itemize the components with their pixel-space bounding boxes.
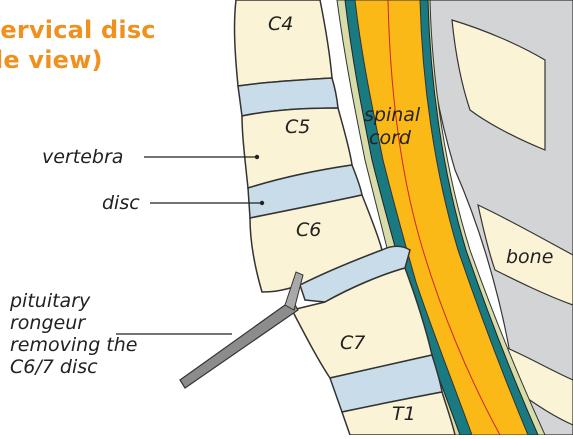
label-rongeur-line-2: rongeur: [10, 312, 85, 334]
label-vertebra: vertebra: [42, 146, 123, 168]
label-rongeur-line-4: C6/7 disc: [10, 356, 98, 378]
label-c7: C7: [340, 332, 365, 354]
disc-leader-dot: [260, 201, 264, 205]
label-rongeur-line-3: removing the: [10, 334, 137, 356]
title-line-1: cervical disc: [0, 16, 156, 44]
label-rongeur-line-1: pituitary: [10, 290, 90, 312]
label-t1: T1: [392, 403, 416, 425]
vertebra-leader-dot: [255, 155, 259, 159]
label-bone: bone: [506, 246, 553, 268]
label-c6: C6: [296, 219, 321, 241]
label-c5: C5: [285, 116, 310, 138]
label-cord: cord: [369, 127, 411, 149]
label-c4: C4: [268, 13, 293, 35]
rongeur-shaft: [180, 300, 298, 388]
title-line-2: de view): [0, 46, 103, 74]
label-spinal: spinal: [364, 104, 420, 126]
label-disc: disc: [102, 192, 140, 214]
